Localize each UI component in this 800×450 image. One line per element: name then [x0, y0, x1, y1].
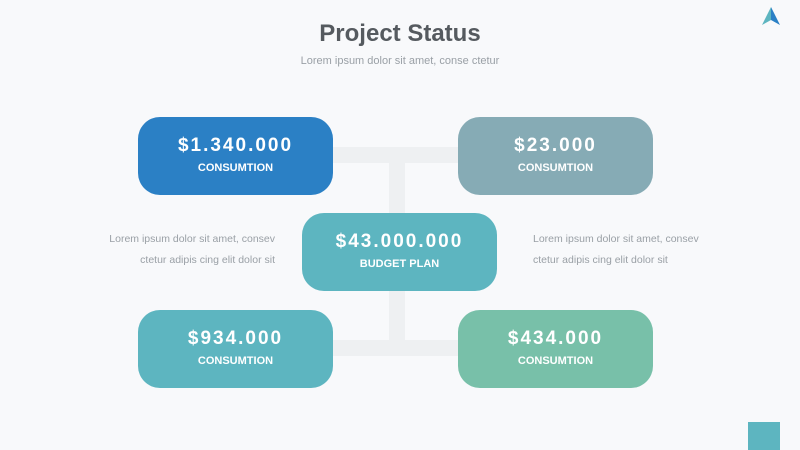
box-value: $434.000	[507, 328, 604, 349]
page-title: Project Status	[319, 20, 481, 47]
page-subtitle: Lorem ipsum dolor sit amet, conse ctetur	[300, 55, 500, 67]
box-label: CONSUMTION	[517, 162, 594, 174]
box-label: CONSUMTION	[197, 162, 274, 174]
status-box-top-right: $23.000 CONSUMTION	[458, 117, 653, 195]
side-text-right: Lorem ipsum dolor sit amet, consev ctetu…	[533, 229, 718, 271]
box-label: CONSUMTION	[197, 355, 274, 367]
box-value: $43.000.000	[335, 231, 464, 252]
status-box-bottom-right: $434.000 CONSUMTION	[458, 310, 653, 388]
box-value: $1.340.000	[177, 135, 294, 156]
side-text-line: Lorem ipsum dolor sit amet, consev	[533, 233, 699, 245]
logo-icon	[762, 7, 780, 25]
corner-square-decoration	[748, 422, 780, 450]
box-value: $23.000	[514, 135, 597, 156]
box-label: BUDGET PLAN	[359, 258, 440, 270]
side-text-line: ctetur adipis cing elit dolor sit	[533, 254, 668, 266]
box-value: $934.000	[187, 328, 284, 349]
status-box-top-left: $1.340.000 CONSUMTION	[138, 117, 333, 195]
box-label: CONSUMTION	[517, 355, 594, 367]
side-text-line: ctetur adipis cing elit dolor sit	[140, 254, 275, 266]
status-box-center: $43.000.000 BUDGET PLAN	[302, 213, 497, 291]
side-text-left: Lorem ipsum dolor sit amet, consev ctetu…	[90, 229, 275, 271]
connector-bottom	[300, 340, 490, 356]
status-box-bottom-left: $934.000 CONSUMTION	[138, 310, 333, 388]
side-text-line: Lorem ipsum dolor sit amet, consev	[109, 233, 275, 245]
